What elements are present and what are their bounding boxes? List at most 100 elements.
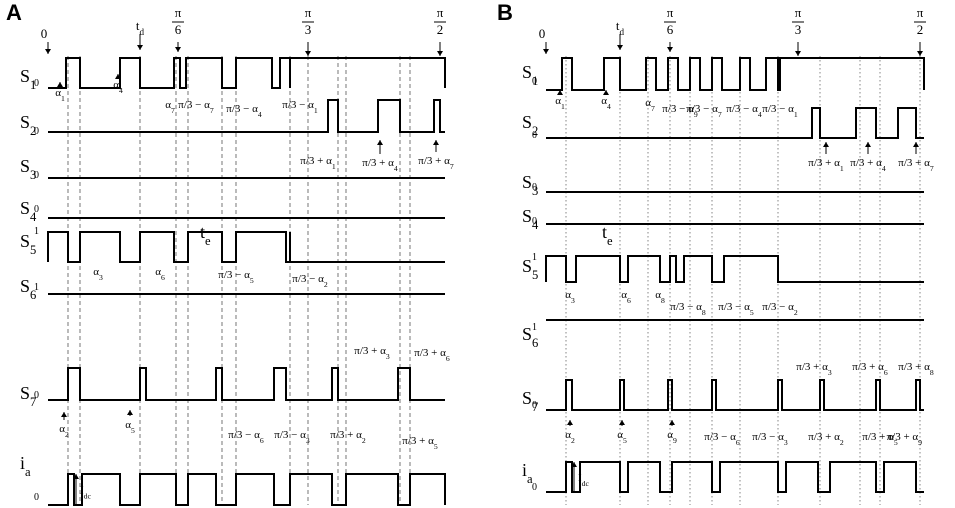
annotation-25-main: π/3 + α — [862, 431, 894, 443]
annotation-20-main: α — [617, 429, 623, 441]
pi-over-6-label-den: 6 — [667, 22, 674, 37]
signal-label-1-main: S — [20, 112, 30, 132]
pi-over-3-label-num-main: π — [305, 5, 312, 20]
annotation-0-sub: 1 — [61, 94, 65, 103]
annotation-7-sub: 4 — [394, 164, 398, 173]
signal-label-3-main: S — [522, 206, 532, 226]
pi-over-2-arrow-head — [437, 51, 443, 56]
time-zero-arrow-head — [45, 49, 51, 54]
annotation-2-sub: 7 — [651, 104, 655, 113]
annotation-arrow-7-head — [377, 140, 383, 145]
annotation-26-sub: 9 — [918, 438, 922, 447]
annotation-23: π/3 − α3 — [752, 431, 788, 447]
annotation-23-main: π/3 − α — [752, 431, 784, 443]
signal-label-1-sub: 2 — [30, 124, 36, 138]
signal-label-5-sub: 6 — [30, 288, 36, 302]
annotation-21-main: α — [667, 429, 673, 441]
time-zero-label: 0 — [539, 26, 546, 41]
signal-level-4: 1 — [532, 252, 537, 263]
signal-label-2-sub: 3 — [532, 184, 538, 198]
panel-label-main: A — [6, 0, 22, 25]
signal-level-2: 0 — [34, 170, 39, 181]
annotation-arrow-19-head — [567, 420, 573, 425]
idc-label-sub: dc — [582, 479, 590, 488]
td-label: td — [616, 18, 625, 37]
pi-over-6-arrow-head — [667, 47, 673, 52]
annotation-1-main: α — [113, 79, 119, 91]
annotation-8: π/3 + α7 — [418, 155, 454, 171]
annotation-9-main: α — [93, 266, 99, 278]
annotation-25: π/3 + α5 — [862, 431, 898, 447]
annotation-15-main: π/3 − α — [762, 301, 794, 313]
annotation-18-main: π/3 − α — [274, 429, 306, 441]
annotation-18: π/3 − α3 — [274, 429, 310, 445]
annotation-arrow-1-head — [115, 74, 121, 79]
annotation-12: α8 — [655, 289, 665, 305]
annotation-18-sub: 8 — [930, 368, 934, 377]
signal-label-3-sub: 4 — [532, 218, 539, 232]
annotation-24: π/3 + α2 — [808, 431, 844, 447]
signal-level-5: 1 — [532, 322, 537, 333]
signal-label-7-main: i — [20, 453, 25, 473]
annotation-5-main: π/3 − α — [282, 99, 314, 111]
annotation-24-main: π/3 + α — [808, 431, 840, 443]
annotation-19: π/3 + α2 — [330, 429, 366, 445]
annotation-10: α6 — [155, 266, 165, 282]
annotation-14-main: π/3 + α — [414, 347, 446, 359]
annotation-13-sub: 8 — [702, 308, 706, 317]
annotation-5-sub: 1 — [314, 106, 318, 115]
annotation-14-main: π/3 − α — [718, 301, 750, 313]
annotation-0-main: α — [55, 87, 61, 99]
annotation-18-main: π/3 + α — [898, 361, 930, 373]
annotation-21: α9 — [667, 429, 677, 445]
annotation-10-main: α — [565, 289, 571, 301]
signal-wave-4 — [47, 231, 445, 263]
signal-label-5: S6 — [522, 324, 538, 350]
annotation-15-sub: 2 — [65, 430, 69, 439]
pi-over-3-label-den: 3 — [795, 22, 802, 37]
annotation-7: π/3 + α4 — [362, 157, 398, 173]
annotation-3-main: π/3 − α — [178, 99, 210, 111]
signal-label-0: S1 — [522, 62, 538, 88]
annotation-14: π/3 + α6 — [414, 347, 450, 363]
signal-label-0-sub: 1 — [532, 74, 538, 88]
signal-level-1: 0 — [34, 126, 39, 137]
annotation-5: π/3 − α4 — [726, 103, 762, 119]
annotation-1-main: α — [601, 95, 607, 107]
annotation-15-sub: 2 — [794, 308, 798, 317]
signal-level-6: 0 — [532, 400, 537, 411]
pi-over-2-label: π2 — [914, 5, 926, 37]
annotation-arrow-15-head — [61, 412, 67, 417]
annotation-4: π/3 − α7 — [686, 103, 722, 119]
annotation-11: α6 — [621, 289, 631, 305]
annotation-16-main: α — [125, 419, 131, 431]
annotation-2-main: α — [645, 97, 651, 109]
td-label-sub: d — [620, 27, 625, 37]
annotation-arrow-8-head — [433, 140, 439, 145]
signal-level-4-main: 1 — [34, 226, 39, 237]
signal-level-3-main: 0 — [532, 216, 537, 227]
annotation-22-main: π/3 − α — [704, 431, 736, 443]
idc-arrow-head — [73, 474, 79, 479]
signal-label-6-sub: 7 — [532, 400, 538, 414]
annotation-9-sub: 7 — [930, 164, 934, 173]
annotation-0-sub: 1 — [561, 102, 565, 111]
annotation-26: π/3 + α9 — [887, 431, 923, 447]
signal-wave-6 — [546, 379, 924, 411]
annotation-21-sub: 9 — [673, 436, 677, 445]
signal-level-7-main: 0 — [532, 482, 537, 493]
annotation-19-sub: 2 — [362, 436, 366, 445]
annotation-2-sub: 7 — [171, 106, 175, 115]
te-label: te — [602, 222, 613, 248]
td-label-main: t — [616, 18, 620, 33]
annotation-20-main: π/3 + α — [402, 435, 434, 447]
signal-wave-4 — [545, 255, 924, 283]
pi-over-6-label: π6 — [172, 5, 184, 37]
signal-label-5-main: S — [522, 324, 532, 344]
signal-label-7-main: i — [522, 460, 527, 480]
signal-level-0-main: 0 — [34, 78, 39, 89]
pi-over-6-label: π6 — [664, 5, 676, 37]
annotation-16: α5 — [125, 419, 135, 435]
annotation-20-sub: 5 — [623, 436, 627, 445]
idc-label: Idc — [578, 472, 590, 488]
